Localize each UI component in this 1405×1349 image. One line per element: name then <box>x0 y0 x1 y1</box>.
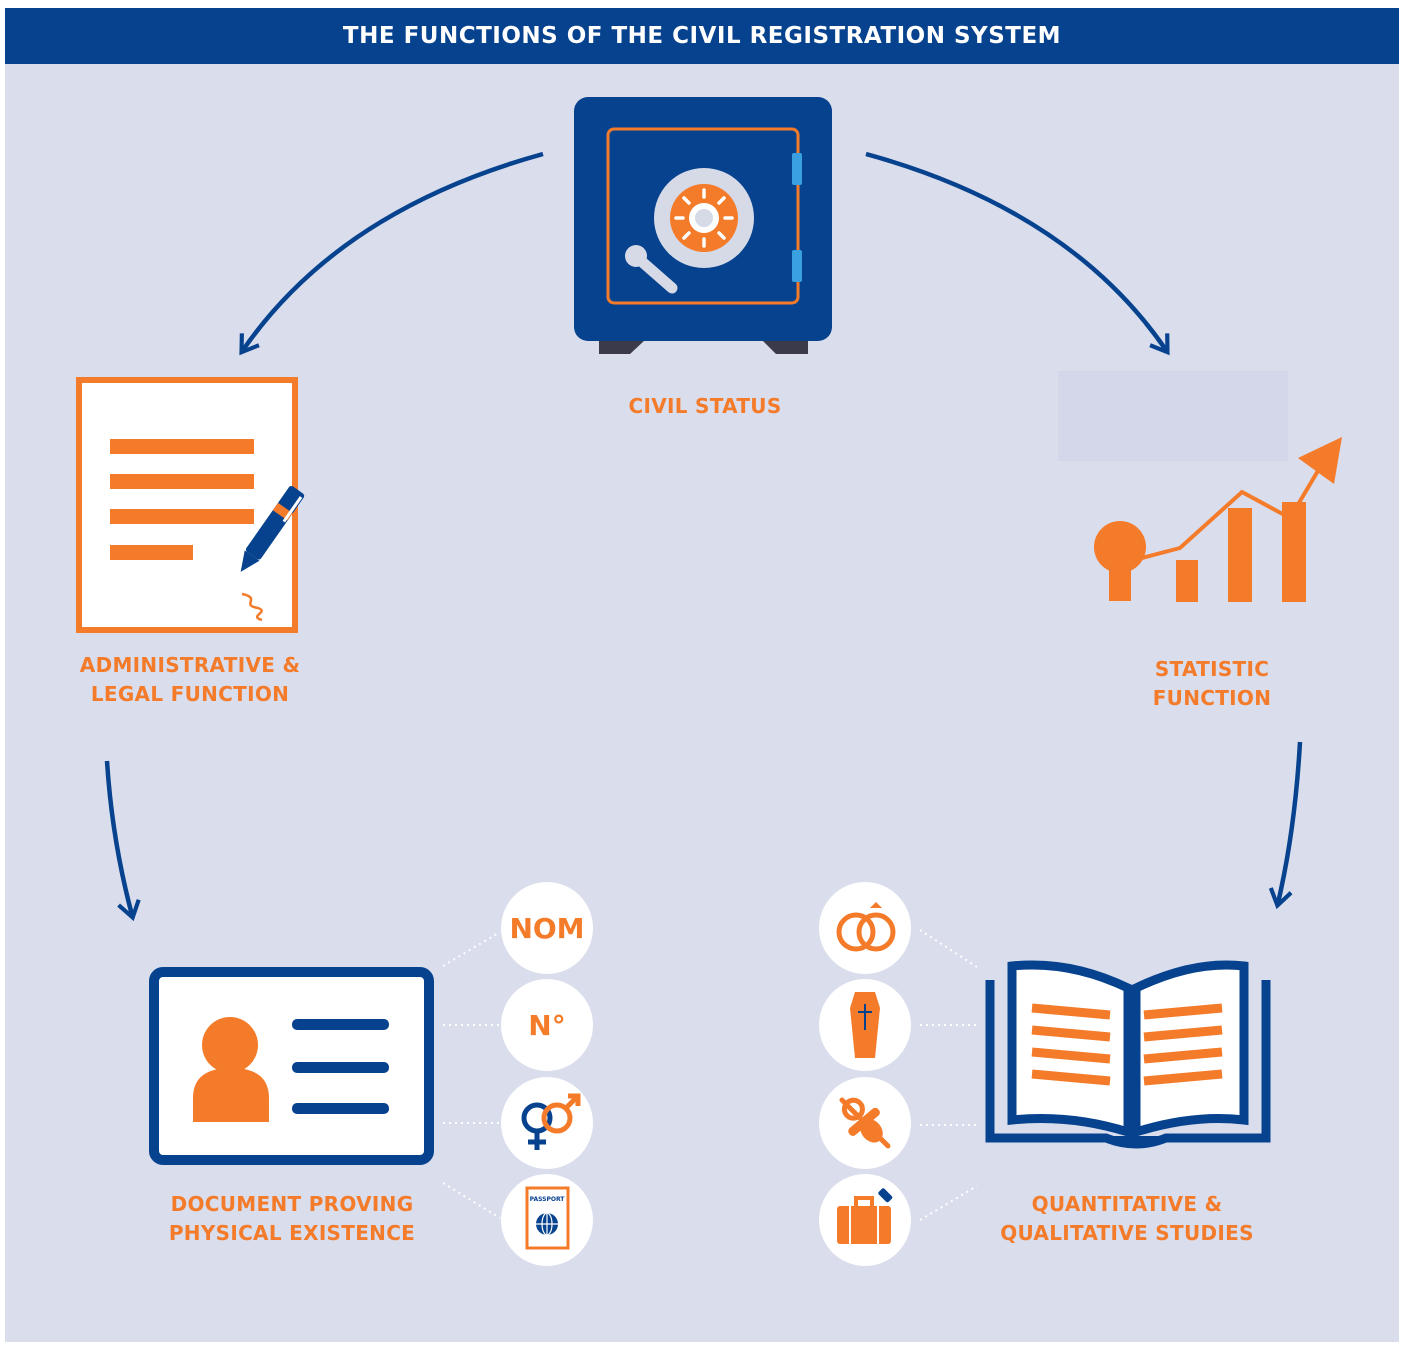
administrative-line1: ADMINISTRATIVE & <box>79 653 301 677</box>
document-connectors <box>442 931 501 1219</box>
statistic-line1: STATISTIC <box>1154 657 1270 681</box>
open-book-icon <box>985 960 1271 1149</box>
number-attribute-text: N° <box>528 1009 565 1042</box>
wedding-rings-icon <box>819 882 911 974</box>
coffin-icon <box>819 979 911 1071</box>
document-proving-label: DOCUMENT PROVING PHYSICAL EXISTENCE <box>142 1190 442 1248</box>
page-title: THE FUNCTIONS OF THE CIVIL REGISTRATION … <box>5 8 1399 64</box>
passport-label: PASSPORT <box>530 1196 566 1203</box>
civil-status-text: CIVIL STATUS <box>628 394 782 418</box>
signed-document-icon <box>76 377 305 633</box>
gender-icon <box>501 1077 593 1169</box>
id-card-icon <box>149 967 434 1165</box>
document-line2: PHYSICAL EXISTENCE <box>168 1221 416 1245</box>
suitcase-icon <box>819 1174 911 1266</box>
studies-connectors <box>919 929 978 1221</box>
passport-icon: PASSPORT <box>501 1174 593 1266</box>
administrative-function-label: ADMINISTRATIVE & LEGAL FUNCTION <box>50 651 330 709</box>
statistic-function-label: STATISTIC FUNCTION <box>1092 655 1332 713</box>
studies-line1: QUANTITATIVE & <box>1031 1192 1223 1216</box>
administrative-line2: LEGAL FUNCTION <box>90 682 290 706</box>
arrow-civil-to-statistic <box>865 151 1170 356</box>
studies-line2: QUALITATIVE STUDIES <box>1000 1221 1254 1245</box>
number-attribute: N° <box>501 979 593 1071</box>
statistic-line2: FUNCTION <box>1152 686 1272 710</box>
arrow-administrative-to-document <box>104 760 141 922</box>
name-attribute: NOM <box>501 882 593 974</box>
civil-status-label: CIVIL STATUS <box>575 392 835 421</box>
statistics-icon <box>1058 371 1342 602</box>
safe-icon <box>574 97 832 354</box>
arrow-statistic-to-studies <box>1268 741 1303 910</box>
pacifier-icon <box>819 1077 911 1169</box>
document-line1: DOCUMENT PROVING <box>170 1192 414 1216</box>
name-attribute-text: NOM <box>509 912 584 945</box>
studies-label: QUANTITATIVE & QUALITATIVE STUDIES <box>982 1190 1272 1248</box>
arrow-civil-to-administrative <box>239 151 544 356</box>
